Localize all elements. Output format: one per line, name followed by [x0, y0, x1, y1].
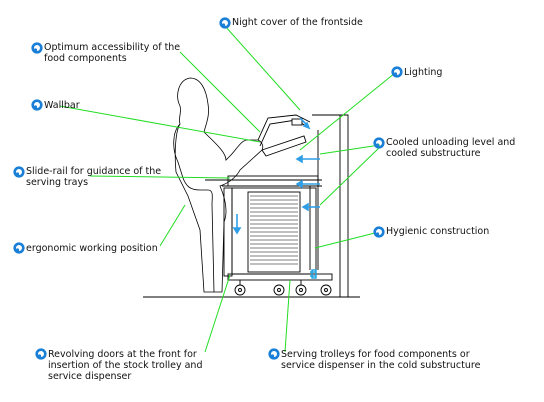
ring-bullet-icon: [373, 137, 385, 149]
trolley-wheels: [234, 280, 332, 296]
label-wallbar: Wallbar: [44, 100, 80, 111]
ring-bullet-icon: [35, 348, 47, 360]
ring-bullet-icon: [31, 99, 43, 111]
label-optimum-accessibility: Optimum accessibility of the food compon…: [44, 42, 180, 64]
ring-bullet-icon: [373, 226, 385, 238]
person-outline: [173, 77, 264, 293]
lighting-fixture: [291, 118, 303, 126]
label-line: cooled substructure: [386, 148, 481, 159]
label-line: Revolving doors at the front for: [48, 349, 197, 360]
label-lighting: Lighting: [404, 67, 443, 78]
ring-bullet-icon: [13, 242, 25, 254]
label-line: Cooled unloading level and: [386, 137, 516, 148]
ring-bullet-icon: [219, 17, 231, 29]
ring-bullet-icon: [268, 348, 280, 360]
ring-bullet-icon: [391, 66, 403, 78]
label-slide-rail: Slide-rail for guidance of the serving t…: [26, 166, 161, 188]
ring-bullet-icon: [13, 166, 25, 178]
label-revolving-doors: Revolving doors at the front for inserti…: [48, 349, 202, 382]
label-ergonomic: ergonomic working position: [26, 243, 158, 254]
airflow-arrow-icon: [232, 117, 320, 235]
ring-bullet-icon: [31, 42, 43, 54]
label-hygienic: Hygienic construction: [386, 226, 490, 237]
label-line: Serving trolleys for food components or: [281, 349, 470, 360]
label-line: Optimum accessibility of the: [44, 42, 181, 53]
cooling-louvers: [250, 195, 298, 265]
label-night-cover: Night cover of the frontside: [232, 17, 363, 28]
label-line: insertion of the stock trolley and: [48, 360, 203, 371]
trolley-accents: [310, 269, 317, 279]
label-serving-trolleys: Serving trolleys for food components or …: [281, 349, 480, 371]
label-line: service dispenser: [48, 371, 132, 382]
label-line: serving trays: [26, 177, 89, 188]
label-cooled-unloading: Cooled unloading level and cooled substr…: [386, 137, 515, 159]
label-line: food components: [44, 53, 127, 64]
leader-lines: [59, 25, 396, 353]
label-line: Slide-rail for guidance of the: [26, 166, 162, 177]
serving-counter: [205, 114, 349, 298]
label-line: service dispenser in the cold substructu…: [281, 360, 481, 371]
